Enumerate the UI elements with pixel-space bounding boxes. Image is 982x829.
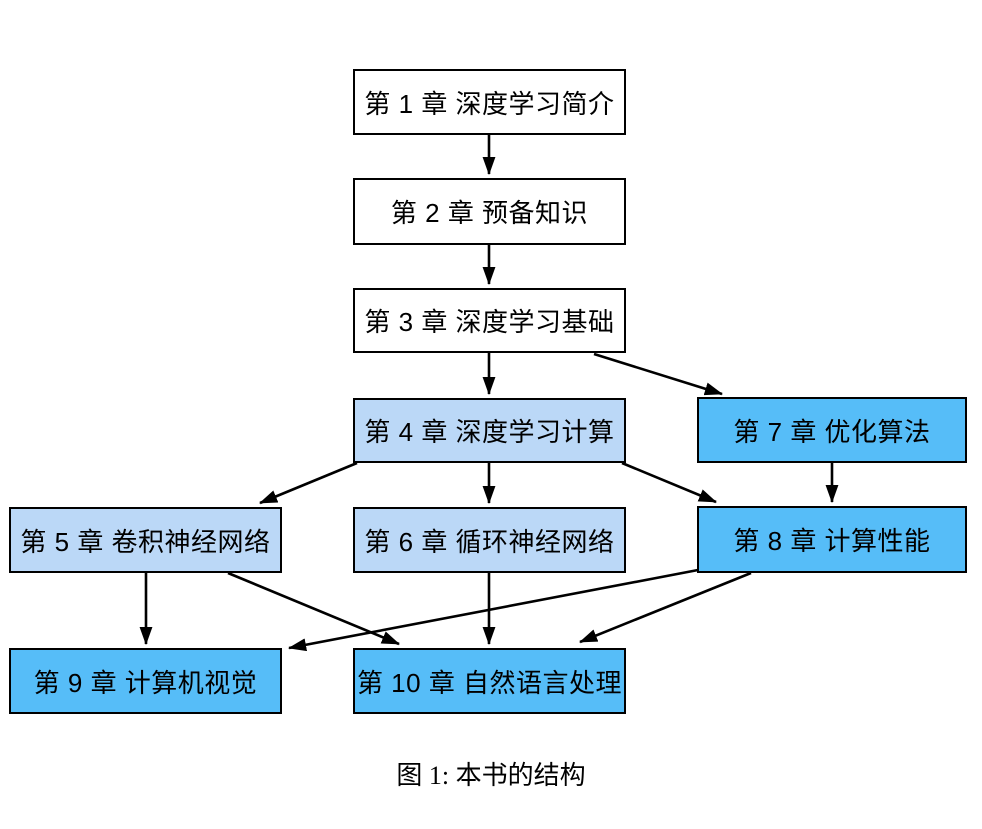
arrow-ch4-ch5 — [259, 461, 358, 505]
node-chapter-5: 第 5 章 卷积神经网络 — [9, 507, 282, 573]
node-label: 第 3 章 深度学习基础 — [364, 307, 615, 337]
node-chapter-9: 第 9 章 计算机视觉 — [9, 648, 282, 714]
node-chapter-10: 第 10 章 自然语言处理 — [353, 648, 626, 714]
node-chapter-6: 第 6 章 循环神经网络 — [353, 507, 626, 573]
node-label: 第 8 章 计算性能 — [733, 526, 931, 556]
node-label: 第 10 章 自然语言处理 — [356, 667, 623, 698]
node-label: 第 2 章 预备知识 — [390, 198, 589, 228]
arrow-ch8-ch9 — [287, 568, 699, 652]
arrow-ch3-ch7 — [593, 352, 723, 396]
node-label: 第 7 章 优化算法 — [733, 416, 931, 447]
node-chapter-3: 第 3 章 深度学习基础 — [353, 288, 626, 353]
node-chapter-4: 第 4 章 深度学习计算 — [353, 398, 626, 463]
arrow-ch8-ch10 — [579, 571, 752, 644]
node-label: 第 6 章 循环神经网络 — [364, 526, 615, 557]
node-label: 第 4 章 深度学习计算 — [364, 417, 615, 447]
node-label: 第 1 章 深度学习简介 — [364, 88, 615, 119]
arrow-ch5-ch10 — [227, 571, 400, 646]
node-label: 第 5 章 卷积神经网络 — [20, 526, 271, 557]
node-chapter-1: 第 1 章 深度学习简介 — [353, 69, 626, 135]
arrow-ch4-ch8 — [621, 461, 717, 504]
node-chapter-2: 第 2 章 预备知识 — [353, 178, 626, 245]
node-label: 第 9 章 计算机视觉 — [33, 667, 258, 698]
figure-caption: 图 1: 本书的结构 — [396, 761, 586, 790]
node-chapter-7: 第 7 章 优化算法 — [697, 397, 967, 463]
node-chapter-8: 第 8 章 计算性能 — [697, 506, 967, 573]
